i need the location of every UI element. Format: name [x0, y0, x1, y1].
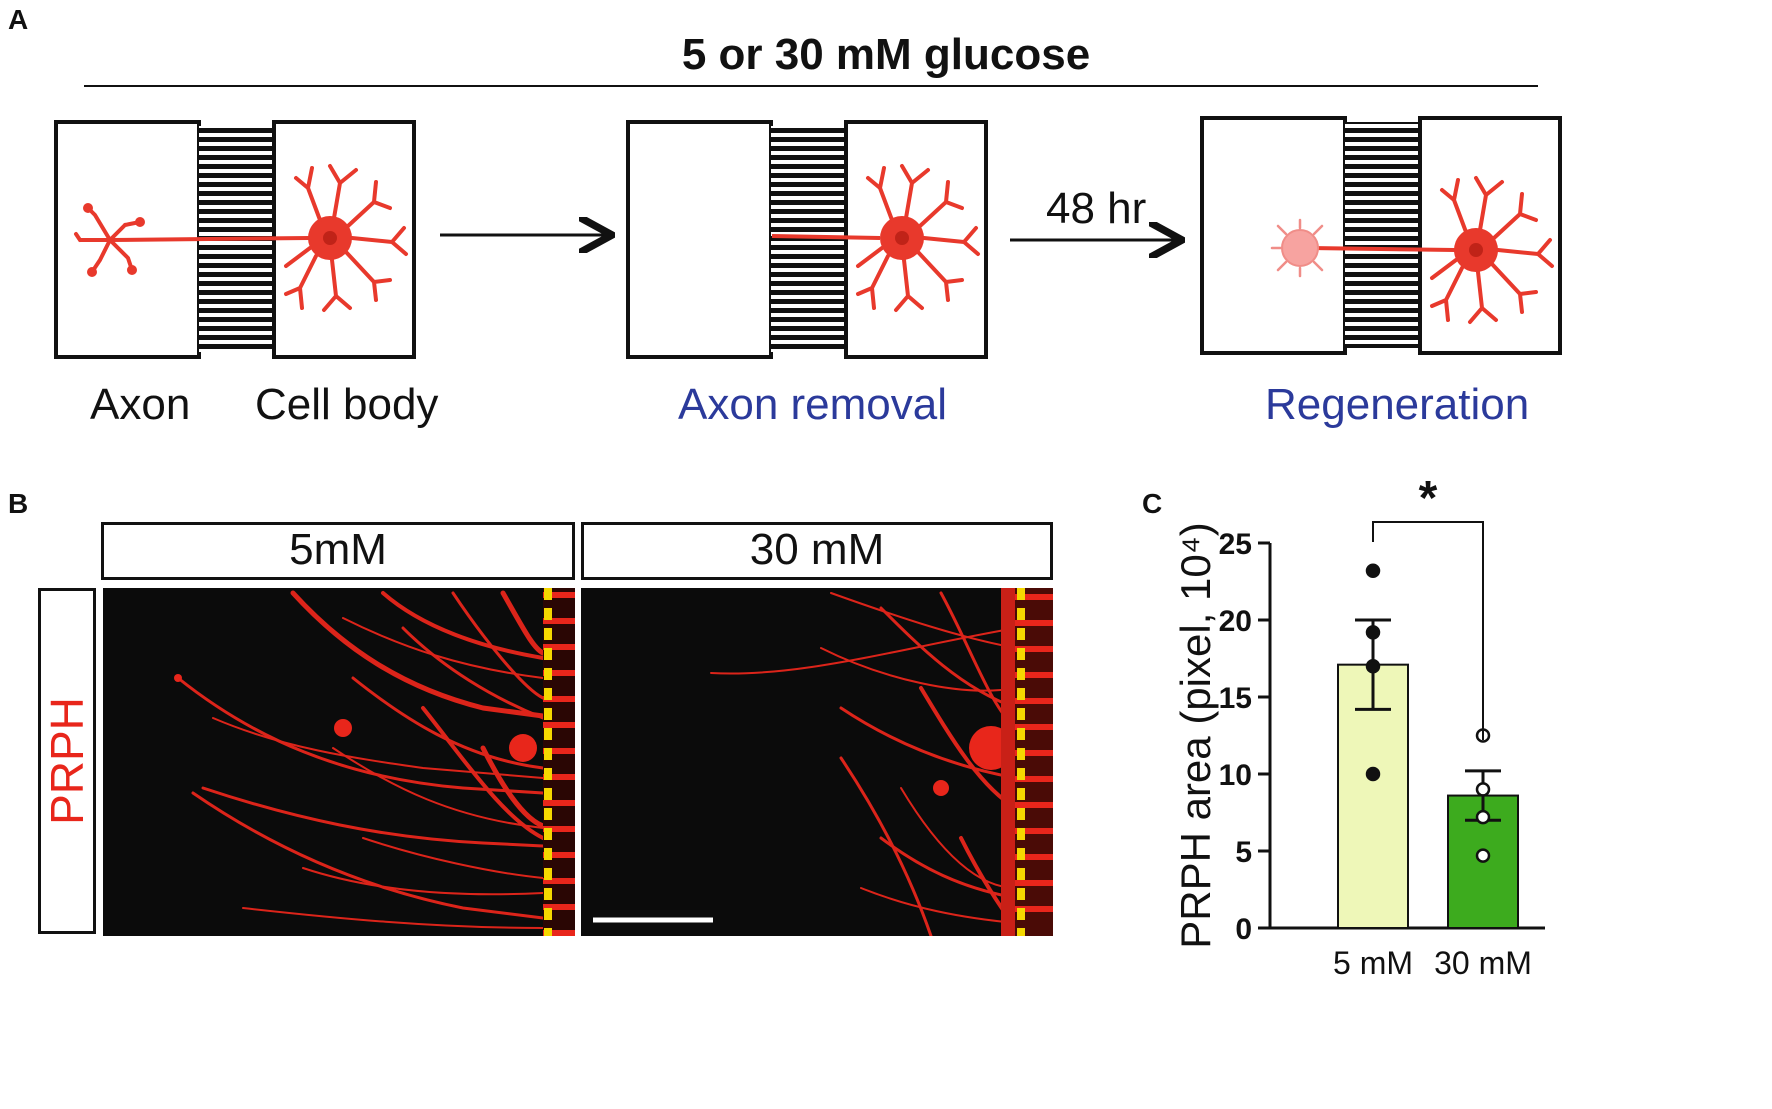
micrograph-5mm [103, 588, 575, 936]
data-point [1365, 625, 1381, 640]
chamber-set-1 [54, 120, 416, 359]
y-tick-label: 20 [1219, 605, 1252, 638]
data-point [1475, 848, 1491, 863]
title-underline [84, 85, 1538, 87]
significance-bracket [1372, 521, 1484, 740]
neuron-axotomized-icon [771, 164, 980, 312]
stain-label: PRPH [41, 697, 93, 825]
panel-a-title: 5 or 30 mM glucose [681, 30, 1091, 79]
y-tick-label: 25 [1219, 528, 1252, 561]
data-point [1365, 563, 1381, 578]
data-point [1475, 809, 1491, 825]
neuron-intact-icon [74, 164, 408, 312]
y-axis-label: PRPH area (pixel, 10⁴) [1172, 522, 1219, 949]
y-tick-label: 0 [1235, 913, 1252, 946]
panel-c-letter: C [1142, 488, 1163, 519]
panel-a-letter: A [8, 4, 29, 35]
label-axon-removal: Axon removal [678, 380, 948, 429]
x-tick-label: 30 mM [1434, 945, 1532, 981]
neuron-regenerating-icon [1270, 176, 1554, 324]
y-tick-label: 15 [1219, 682, 1252, 715]
label-cell-body: Cell body [255, 380, 439, 429]
panel-b-letter: B [8, 488, 29, 519]
label-regeneration: Regeneration [1265, 380, 1530, 429]
chamber-set-3 [1200, 116, 1562, 355]
time-label: 48 hr [1046, 184, 1147, 233]
schematic-chambers [54, 116, 1562, 359]
data-point [1365, 766, 1381, 782]
y-tick-label: 10 [1219, 759, 1252, 792]
data-point [1365, 658, 1381, 674]
data-point [1475, 782, 1491, 797]
chamber-set-2 [626, 120, 988, 359]
stain-label-box: PRPH [38, 588, 96, 934]
condition-header-30mm: 30 mM [581, 522, 1053, 580]
label-axon: Axon [90, 380, 191, 429]
condition-header-5mm: 5mM [101, 522, 575, 580]
x-tick-label: 5 mM [1333, 945, 1413, 981]
micrograph-30mm [581, 588, 1053, 936]
significance-star: * [1419, 472, 1438, 525]
y-tick-label: 5 [1235, 836, 1252, 869]
